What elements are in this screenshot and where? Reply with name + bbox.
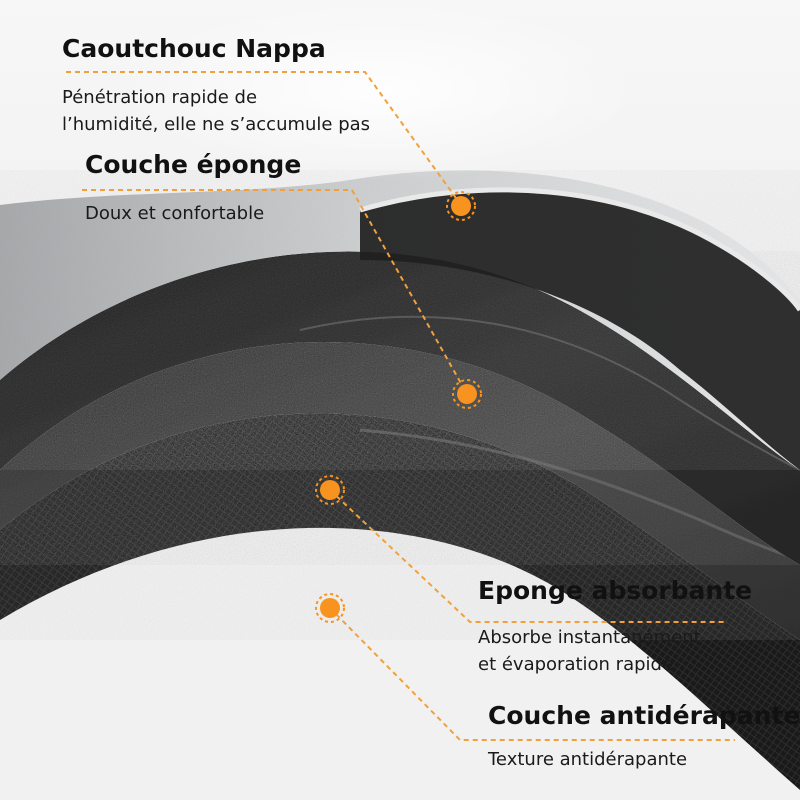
- layer-title: Couche éponge: [85, 150, 302, 179]
- layer-description-line: l’humidité, elle ne s’accumule pas: [62, 114, 371, 135]
- leader-line-sponge: [82, 189, 468, 395]
- marker-nappa: [446, 191, 476, 221]
- leader-line-absorbent: [329, 489, 725, 623]
- absorbent-edge-highlight: [359, 428, 800, 562]
- leader-line-nappa: [66, 71, 462, 206]
- layer-markers: [315, 191, 482, 623]
- layer-description-line: Doux et confortable: [85, 203, 265, 224]
- absorbent-sponge-layer: [0, 342, 800, 640]
- leader-lines: [66, 71, 735, 741]
- marker-absorbent: [315, 475, 345, 505]
- top-dark-band: [360, 189, 800, 470]
- layer-description-line: Pénétration rapide de: [62, 87, 258, 108]
- sponge-layer: [0, 251, 800, 565]
- top-edge-highlight: [359, 187, 800, 312]
- layer-title: Eponge absorbante: [478, 576, 753, 605]
- base-antislip-mesh: [0, 413, 800, 790]
- layer-description-line: et évaporation rapide: [478, 654, 674, 675]
- marker-antislip: [315, 593, 345, 623]
- layer-description-line: Absorbe instantanément: [478, 627, 701, 648]
- label-eponge-absorbante: Eponge absorbante Absorbe instantanément…: [478, 576, 752, 678]
- layer-title: Caoutchouc Nappa: [62, 34, 326, 63]
- layer-description-line: Texture antidérapante: [488, 749, 688, 770]
- base-antislip-layer: [0, 495, 800, 800]
- sponge-edge-highlight: [299, 315, 800, 471]
- label-couche-eponge: Couche éponge Doux et confortable: [85, 150, 301, 227]
- background-glow: [120, 0, 640, 180]
- label-caoutchouc-nappa: Caoutchouc Nappa Pénétration rapide de l…: [62, 34, 370, 138]
- marker-sponge: [452, 379, 482, 409]
- layer-title: Couche antidérapante: [488, 701, 800, 730]
- label-couche-antiderapante: Couche antidérapante Texture antidérapan…: [488, 701, 800, 773]
